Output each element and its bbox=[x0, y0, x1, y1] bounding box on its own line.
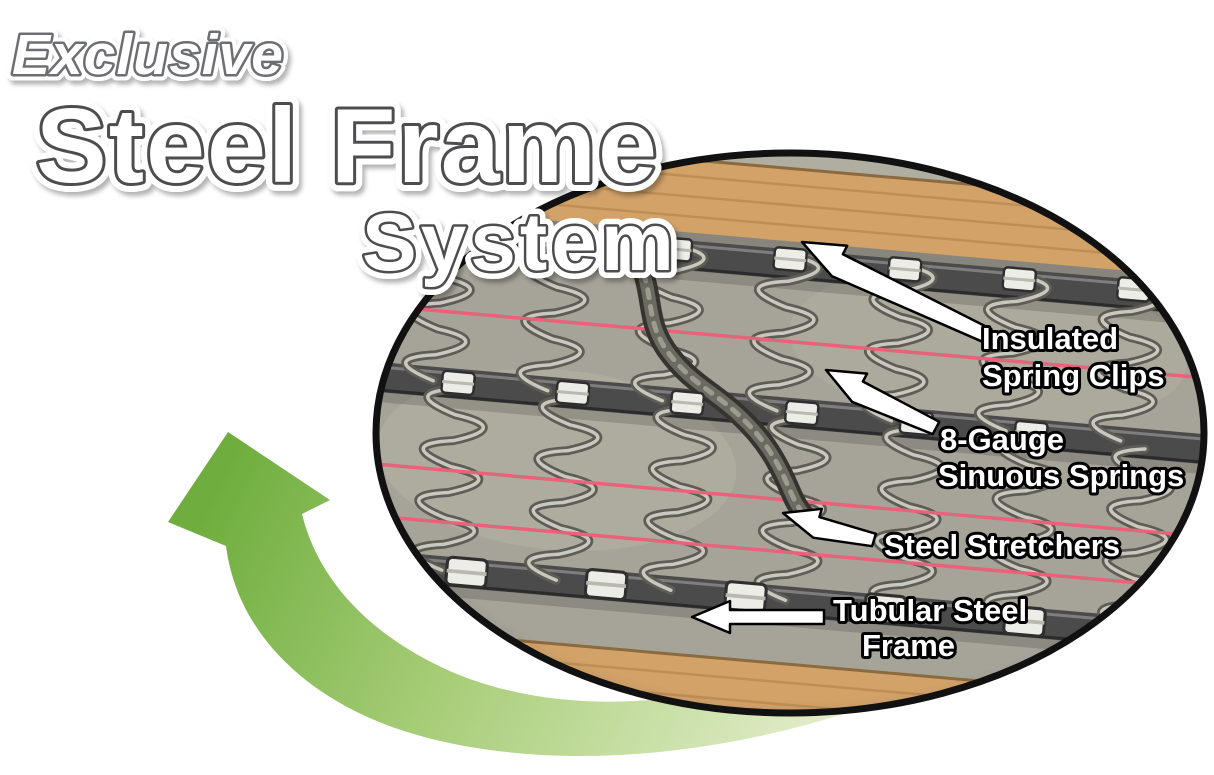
callout-label-tubular-frame-line2: Frame bbox=[862, 628, 955, 663]
callout-label-spring-clips-line1: Insulated bbox=[982, 321, 1118, 356]
headline-exclusive: Exclusive bbox=[12, 23, 284, 87]
callout-arrow-tubular-frame bbox=[690, 599, 826, 635]
callout-label-spring-clips-line2: Spring Clips bbox=[982, 358, 1165, 393]
headline-exclusive-halo: Exclusive bbox=[12, 23, 284, 87]
callout-label-steel-stretchers: Steel Stretchers bbox=[884, 528, 1120, 563]
callout-arrow-sinuous-springs bbox=[824, 368, 941, 436]
headline: Exclusive Exclusive Steel Frame Steel Fr… bbox=[6, 17, 682, 297]
callout-label-sinuous-springs-line1: 8-Gauge bbox=[940, 422, 1064, 457]
headline-system-halo: System bbox=[362, 197, 678, 288]
oval-border bbox=[372, 149, 1208, 717]
green-swoosh-arrow bbox=[168, 432, 862, 756]
callout-arrow-steel-stretchers bbox=[781, 507, 878, 548]
headline-steel-frame-halo: Steel Frame bbox=[36, 87, 659, 205]
callout-label-tubular-frame-line1: Tubular Steel bbox=[833, 593, 1027, 628]
callouts: Insulated Spring Clips 8-Gauge Sinuous S… bbox=[690, 240, 1187, 666]
headline-system: System bbox=[362, 197, 678, 288]
headline-steel-frame: Steel Frame bbox=[36, 87, 659, 205]
callout-arrow-spring-clips bbox=[800, 240, 993, 344]
callout-label-sinuous-springs-line2: Sinuous Springs bbox=[938, 458, 1184, 493]
green-swoosh-arrow-shape bbox=[168, 432, 862, 756]
